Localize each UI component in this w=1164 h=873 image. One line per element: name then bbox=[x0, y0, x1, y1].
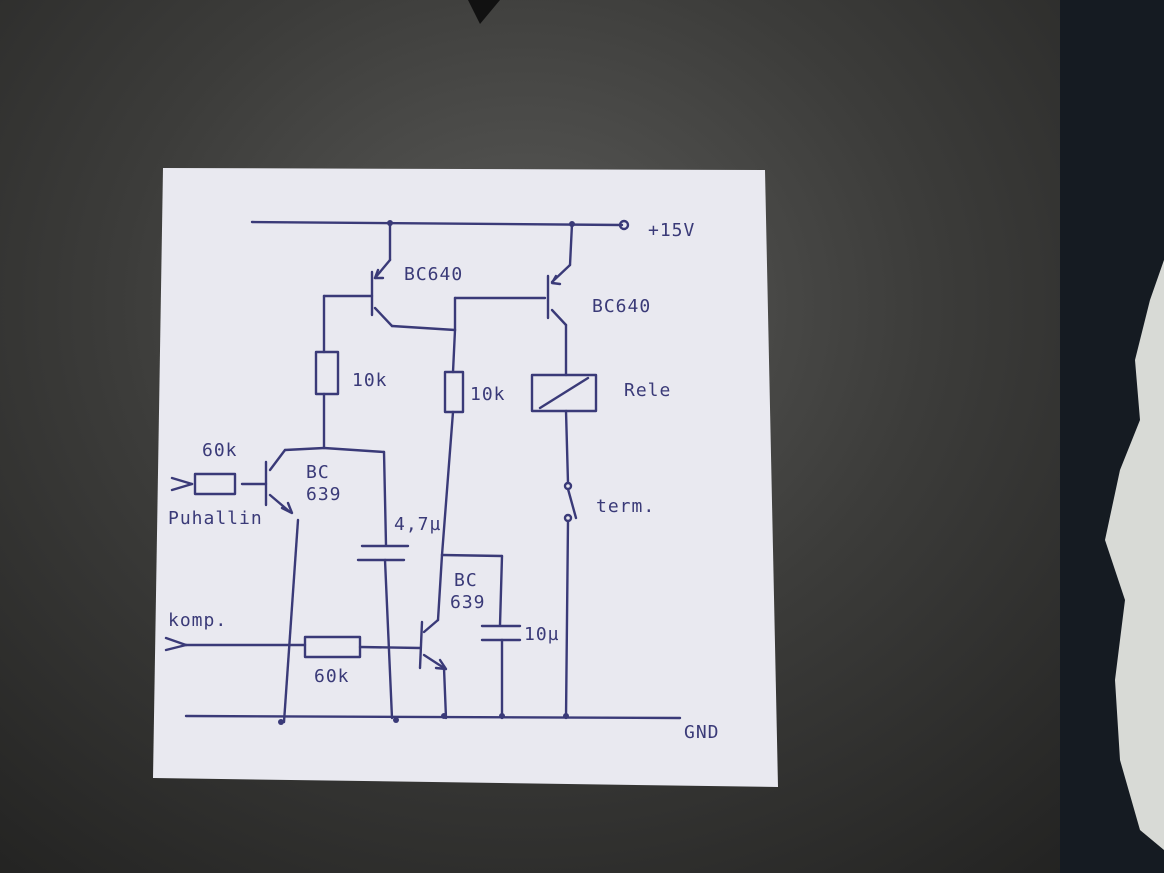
label-q3-line2: 639 bbox=[306, 484, 342, 505]
relay-coil bbox=[530, 373, 598, 413]
transistor-q2 bbox=[546, 222, 574, 327]
label-input1: Puhallin bbox=[168, 508, 263, 529]
label-c1: 4,7µ bbox=[394, 514, 441, 535]
transistor-q4 bbox=[418, 618, 448, 671]
label-r1: 10k bbox=[352, 370, 388, 391]
label-input2: komp. bbox=[168, 610, 227, 631]
transistor-q1 bbox=[322, 221, 394, 328]
junction-dot bbox=[441, 713, 447, 719]
supply-terminal bbox=[618, 219, 630, 231]
junction-dot bbox=[393, 717, 399, 723]
resistor-r1 bbox=[314, 350, 340, 396]
label-q2: BC640 bbox=[592, 296, 651, 317]
label-q4-line1: BC bbox=[454, 570, 478, 591]
label-ground: GND bbox=[684, 722, 720, 743]
supply-rail bbox=[250, 220, 624, 227]
resistor-input-60k bbox=[193, 472, 237, 496]
label-r2: 10k bbox=[470, 384, 506, 405]
pen-tip bbox=[468, 0, 500, 24]
label-q1: BC640 bbox=[404, 264, 463, 285]
circuit-drawing bbox=[164, 219, 682, 725]
label-r-komp: 60k bbox=[314, 666, 350, 687]
tissue-paper bbox=[1105, 260, 1164, 850]
label-supply: +15V bbox=[648, 220, 695, 241]
label-c2: 10µ bbox=[524, 624, 560, 645]
junction-dot bbox=[278, 719, 284, 725]
label-r-input: 60k bbox=[202, 440, 238, 461]
paper-sheet bbox=[153, 168, 778, 787]
capacitor-c1 bbox=[356, 544, 410, 562]
label-relay: Rele bbox=[624, 380, 671, 401]
junction-dot bbox=[563, 713, 569, 719]
label-q3-line1: BC bbox=[306, 462, 330, 483]
junction-dot bbox=[499, 713, 505, 719]
label-thermostat: term. bbox=[596, 496, 655, 517]
ground-rail bbox=[184, 714, 682, 720]
labels: +15V GND BC640 BC640 10k 10k Rele term. … bbox=[168, 220, 720, 743]
label-q4-line2: 639 bbox=[450, 592, 486, 613]
